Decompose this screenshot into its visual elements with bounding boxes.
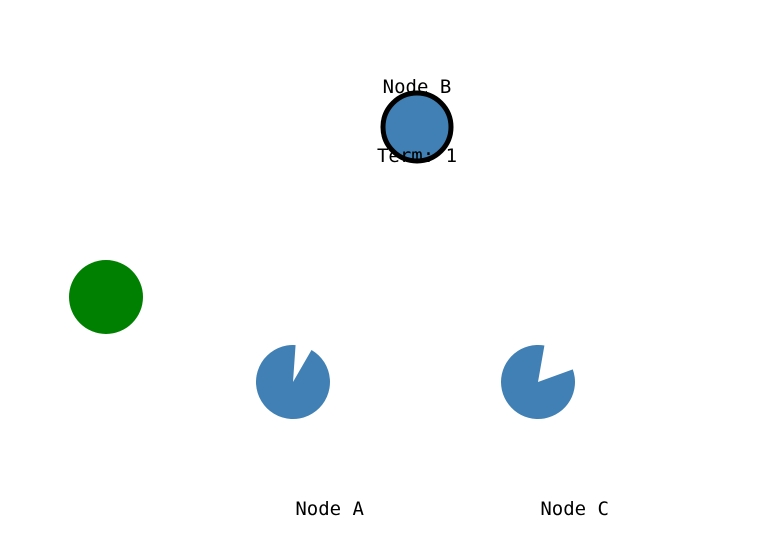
node-c-name: Node C — [540, 498, 609, 520]
node-c-label: Node C Term: 1 Leader: B — [409, 452, 609, 560]
node-b-label: Node B Term: 1 — [317, 30, 517, 214]
node-a-name: Node A — [295, 498, 364, 520]
message-packet-icon[interactable] — [69, 260, 143, 334]
node-c-circle[interactable] — [501, 345, 575, 419]
node-a-label: Node A Term: 1 Leader: B — [164, 452, 364, 560]
node-b-circle[interactable] — [378, 88, 456, 166]
node-b-name: Node B — [382, 76, 452, 98]
node-a-circle[interactable] — [256, 345, 330, 419]
node-b-term: Term: 1 — [376, 145, 458, 167]
